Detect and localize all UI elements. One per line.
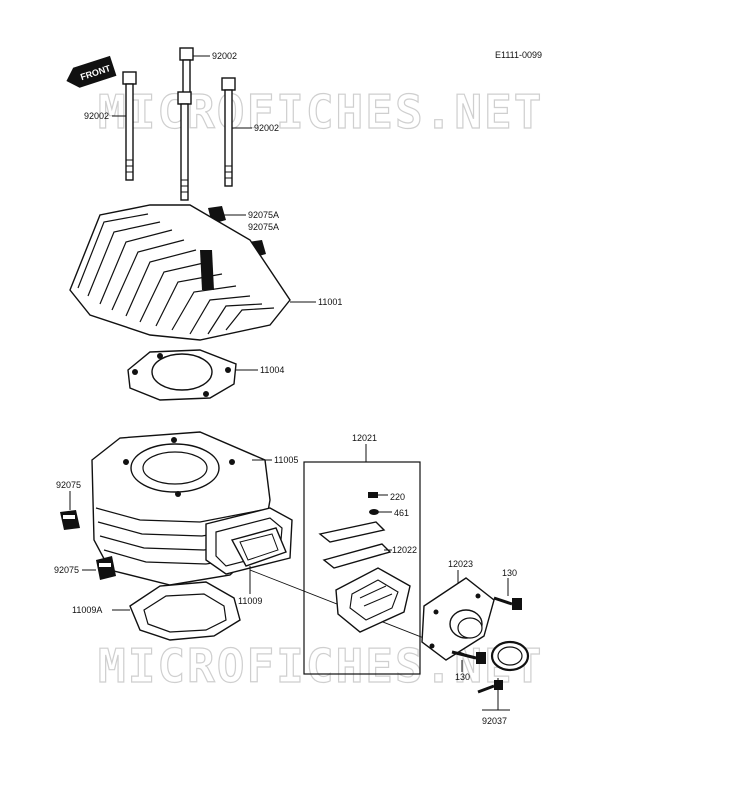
label-220: 220 (390, 492, 405, 502)
reed-valve-assembly-12021[interactable] (303, 444, 421, 675)
label-11009a: 11009A (72, 605, 102, 615)
label-92002-left: 92002 (84, 111, 109, 121)
label-130-top: 130 (502, 568, 517, 578)
label-11004: 11004 (260, 365, 284, 375)
cylinder-11005[interactable] (91, 431, 293, 586)
screw-220[interactable] (368, 492, 388, 498)
label-92075a-2: 92075A (248, 222, 279, 232)
label-461: 461 (394, 508, 409, 518)
label-11005: 11005 (274, 455, 298, 465)
label-12022: 12022 (392, 545, 417, 555)
label-92002-right: 92002 (254, 123, 279, 133)
label-11001: 11001 (318, 297, 342, 307)
head-gasket-11004[interactable] (127, 349, 237, 401)
bolt-130-lower[interactable] (451, 650, 486, 664)
label-92002-top: 92002 (212, 51, 237, 61)
label-130-bottom: 130 (455, 672, 470, 682)
watermark-bottom: MICROFICHES.NET (98, 639, 543, 693)
bolt-92002-left[interactable] (122, 71, 137, 181)
washer-461[interactable] (369, 509, 392, 515)
reed-gasket-11009[interactable] (230, 527, 287, 567)
label-12023: 12023 (448, 559, 473, 569)
carb-holder-12023[interactable] (421, 577, 495, 661)
cap-92075-bottom[interactable] (96, 556, 116, 580)
front-arrow-icon: FRONT (66, 55, 117, 88)
bolt-130-right[interactable] (493, 596, 522, 610)
label-12021: 12021 (352, 433, 377, 443)
bolt-92002-right[interactable] (221, 77, 236, 187)
base-gasket-11009a[interactable] (129, 581, 241, 641)
label-11009: 11009 (238, 596, 262, 606)
bolt-92002-middle[interactable] (177, 91, 192, 201)
cap-92075-top[interactable] (60, 510, 80, 530)
reed-plate-12022[interactable] (318, 521, 392, 569)
watermark-top: MICROFICHES.NET (98, 85, 543, 139)
cylinder-head-11001[interactable] (69, 204, 291, 341)
label-92075a-1: 92075A (248, 210, 279, 220)
label-92037: 92037 (482, 716, 507, 726)
label-92075-top: 92075 (56, 480, 81, 490)
reference-code: E1111-0099 (495, 50, 542, 60)
bolt-92002-top[interactable] (179, 47, 194, 101)
reed-valve-block[interactable] (335, 567, 411, 633)
label-92075-bottom: 92075 (54, 565, 79, 575)
